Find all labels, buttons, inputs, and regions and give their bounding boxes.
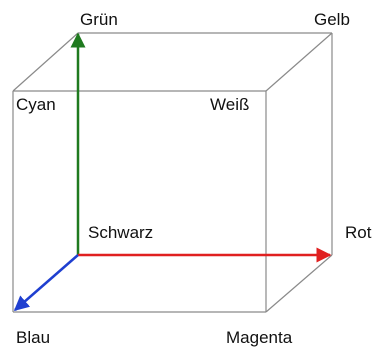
label-cyan: Cyan (16, 95, 56, 114)
cube-edges (12, 32, 333, 313)
edge-depth-bottom-right (265, 254, 333, 313)
blue-axis-arrow (13, 254, 79, 311)
label-yellow: Gelb (314, 10, 350, 29)
label-red: Rot (345, 223, 372, 242)
label-green: Grün (80, 10, 118, 29)
label-black: Schwarz (88, 223, 153, 242)
edge-depth-top-left (12, 32, 79, 92)
label-white: Weiß (210, 95, 249, 114)
label-magenta: Magenta (226, 328, 293, 347)
label-blue: Blau (16, 328, 50, 347)
edge-depth-top-right (265, 32, 333, 92)
